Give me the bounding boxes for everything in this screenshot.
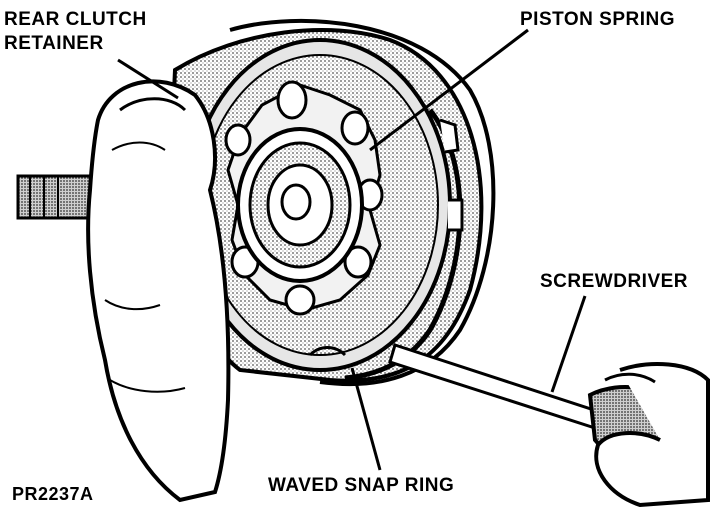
leader-waved-snap-ring xyxy=(350,367,382,471)
leader-screwdriver xyxy=(550,295,587,393)
left-hand xyxy=(86,79,231,503)
leader-rear-clutch xyxy=(117,58,179,100)
leader-lines xyxy=(117,28,587,471)
label-waved-snap-ring: WAVED SNAP RING xyxy=(268,475,455,496)
label-rear-clutch-line2: RETAINER xyxy=(4,33,104,54)
label-rear-clutch-retainer: REAR CLUTCH RETAINER xyxy=(4,8,147,56)
input-shaft xyxy=(16,174,100,220)
label-piston-spring: PISTON SPRING xyxy=(520,9,676,30)
label-rear-clutch-line1: REAR CLUTCH xyxy=(4,9,147,30)
right-hand xyxy=(594,362,710,508)
clutch-hub xyxy=(236,127,364,283)
waved-snap-ring xyxy=(308,108,464,381)
leader-piston-spring xyxy=(369,28,529,152)
figure-id: PR2237A xyxy=(12,484,94,504)
label-screwdriver: SCREWDRIVER xyxy=(540,271,689,292)
